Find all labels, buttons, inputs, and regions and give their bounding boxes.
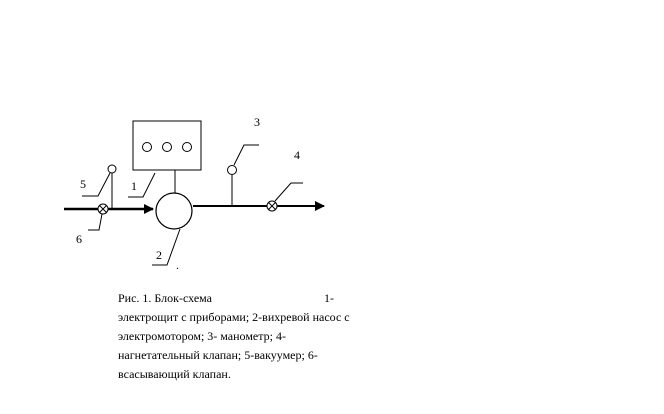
discharge-valve-icon	[266, 200, 278, 212]
leader-line-6	[88, 213, 103, 231]
gauge-icon	[162, 142, 172, 152]
gauge-icon	[142, 142, 152, 152]
stray-dot: .	[176, 258, 179, 272]
vacuum-meter-icon	[107, 164, 117, 174]
caption-line-1: Рис. 1. Блок-схема 1-	[118, 289, 388, 308]
gauge-icon	[182, 142, 192, 152]
label-3: 3	[254, 115, 260, 129]
label-6: 6	[76, 232, 82, 246]
leader-line-2	[152, 228, 181, 266]
leader-line-5	[82, 172, 111, 197]
leader-line-3	[233, 144, 259, 166]
caption-title: Рис. 1. Блок-схема	[118, 291, 213, 305]
manometer-icon	[227, 165, 237, 175]
control-panel	[132, 120, 202, 171]
suction-valve-icon	[97, 203, 109, 215]
caption-line-5: всасывающий клапан.	[118, 367, 231, 381]
label-5: 5	[80, 177, 86, 191]
caption-line-3: электромотором; 3- манометр; 4-	[118, 329, 286, 343]
pump-circle	[155, 192, 193, 230]
label-1: 1	[131, 179, 137, 193]
label-4: 4	[294, 148, 300, 162]
leader-line-4	[274, 182, 303, 202]
figure-caption: Рис. 1. Блок-схема 1- электрощит с прибор…	[118, 289, 388, 384]
caption-line-4: нагнетательный клапан; 5-вакуумер; 6-	[118, 348, 318, 362]
label-2: 2	[156, 248, 162, 262]
caption-line-2: электрощит с приборами; 2-вихревой насос…	[118, 310, 350, 324]
leader-line-1	[128, 172, 156, 198]
caption-item-1-prefix: 1-	[324, 291, 335, 305]
